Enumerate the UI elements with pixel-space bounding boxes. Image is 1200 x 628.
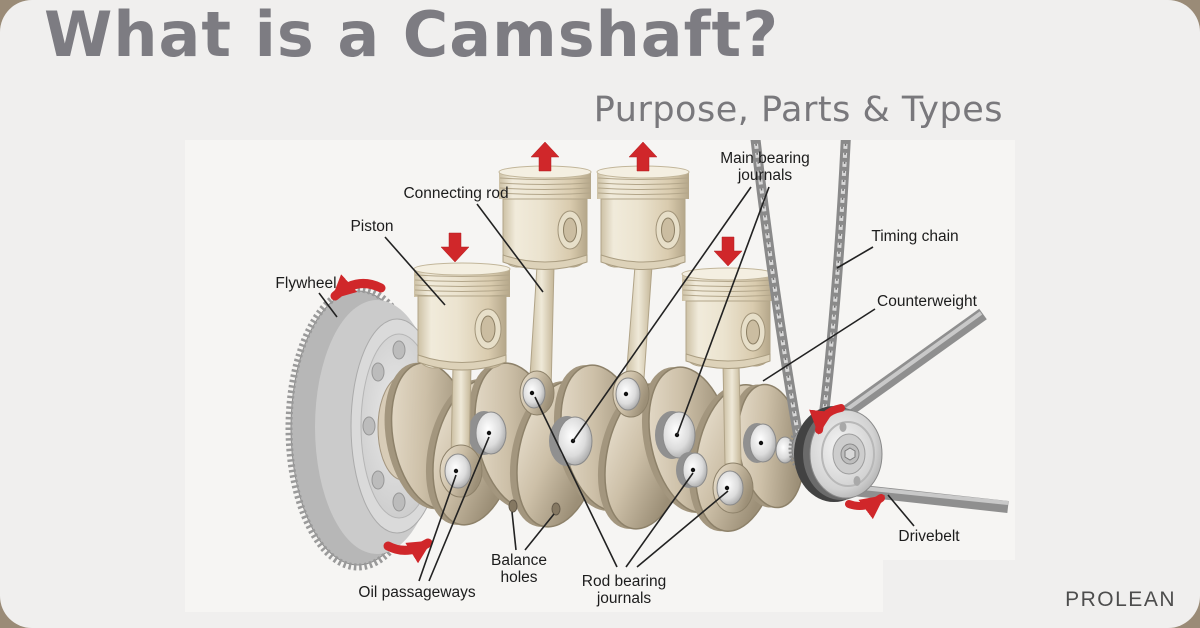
label-main-bearing-journals-line2: journals bbox=[737, 167, 793, 184]
flywheel-rotation-arrow-bottom bbox=[383, 538, 433, 564]
pulley-rotation-arrow-bottom bbox=[845, 494, 885, 520]
label-balance-holes-line2: holes bbox=[500, 569, 537, 586]
label-rod-bearing-journals-line1: Rod bearing bbox=[582, 573, 666, 590]
piston-2-up-arrow bbox=[530, 141, 560, 172]
drivebelt-illustration bbox=[831, 308, 1009, 513]
rod-bearing-leader-3 bbox=[636, 490, 729, 568]
piston-2 bbox=[498, 165, 592, 270]
crankshaft-diagram: Connecting rod Piston Flywheel Main bear… bbox=[185, 140, 1015, 612]
label-counterweight: Counterweight bbox=[877, 293, 978, 310]
connecting-rod-4 bbox=[722, 363, 742, 465]
label-rod-bearing-journals-line2: journals bbox=[596, 590, 652, 607]
label-piston: Piston bbox=[350, 218, 393, 235]
piston-3 bbox=[596, 165, 690, 270]
label-drivebelt: Drivebelt bbox=[898, 528, 960, 545]
pulley-bolt bbox=[844, 447, 856, 461]
crank-pulley bbox=[794, 406, 883, 502]
page-subtitle: Purpose, Parts & Types bbox=[593, 90, 1003, 130]
label-balance-holes-line1: Balance bbox=[491, 552, 547, 569]
piston-1-down-arrow bbox=[440, 232, 470, 263]
drivebelt-leader bbox=[887, 494, 915, 527]
label-oil-passageways: Oil passageways bbox=[358, 584, 475, 601]
label-connecting-rod: Connecting rod bbox=[403, 185, 508, 202]
counterweight-leader bbox=[762, 308, 876, 382]
balance-holes-leader-2 bbox=[524, 513, 555, 551]
rod-bearing-leader-1 bbox=[534, 396, 618, 568]
connecting-rod-1 bbox=[450, 365, 472, 459]
flywheel-leader bbox=[318, 292, 338, 318]
piston-1 bbox=[413, 262, 511, 498]
pulley-rotation-arrow-top bbox=[809, 404, 845, 435]
piston-3-up-arrow bbox=[628, 141, 658, 172]
piston-4 bbox=[681, 267, 775, 514]
flywheel-rotation-arrow-top bbox=[330, 274, 386, 301]
balance-holes-leader-1 bbox=[511, 511, 517, 551]
balance-hole-1 bbox=[508, 499, 518, 513]
brand-logo: PROLEAN bbox=[1065, 588, 1176, 611]
rotation-arrows bbox=[330, 141, 885, 564]
main-bearing-leader-1 bbox=[572, 186, 752, 442]
piston-leader bbox=[384, 236, 446, 306]
balance-hole-2 bbox=[551, 502, 561, 516]
oil-passageways-leader-1 bbox=[418, 474, 457, 582]
timing-chain-leader bbox=[836, 246, 874, 269]
rod-bearing-leader-2 bbox=[625, 472, 694, 568]
connecting-rod-leader bbox=[476, 203, 544, 293]
page-title: What is a Camshaft? bbox=[44, 0, 780, 71]
label-timing-chain: Timing chain bbox=[871, 228, 958, 245]
piston-4-down-arrow bbox=[713, 236, 743, 267]
label-main-bearing-journals-line1: Main bearing bbox=[720, 150, 810, 167]
main-bearing-leader-2 bbox=[676, 186, 770, 436]
oil-passageways-leader-2 bbox=[428, 436, 490, 582]
label-flywheel: Flywheel bbox=[275, 275, 336, 292]
leader-lines bbox=[318, 186, 915, 582]
